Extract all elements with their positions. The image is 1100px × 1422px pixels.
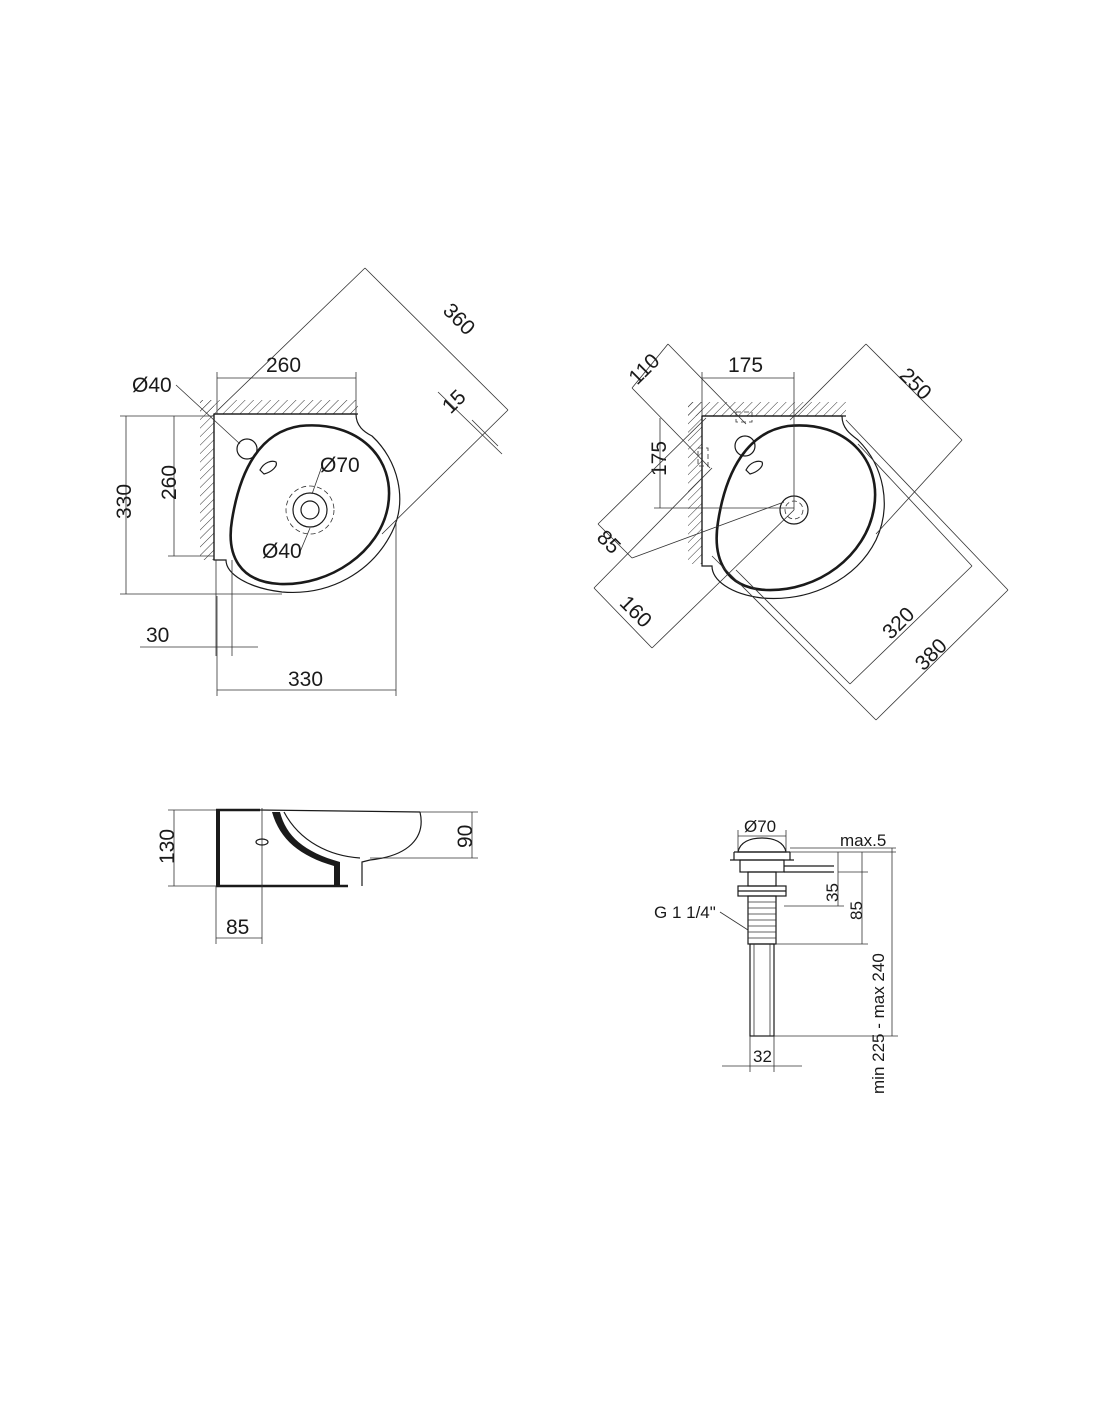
drain-pipe bbox=[749, 943, 775, 1037]
dim-drain: Ø70 bbox=[320, 454, 360, 477]
dim-380: 380 bbox=[911, 634, 952, 675]
drain-cap bbox=[737, 837, 787, 853]
basin-inner-bowl bbox=[229, 424, 391, 586]
drain-outer bbox=[292, 492, 328, 528]
dim-width-top: 260 bbox=[266, 354, 301, 377]
thread-lines bbox=[748, 901, 776, 939]
dim-160: 160 bbox=[615, 591, 656, 632]
wall-hatch-top bbox=[200, 400, 358, 414]
dim-height-inner: 260 bbox=[158, 465, 181, 500]
dim-320: 320 bbox=[878, 603, 919, 644]
dim-max: max.5 bbox=[840, 831, 886, 850]
wall-hatch-top-r bbox=[688, 402, 846, 416]
wall-hatch-left bbox=[200, 400, 214, 560]
dim-drain-hole: Ø40 bbox=[262, 540, 302, 563]
dim-gap: 30 bbox=[146, 624, 169, 647]
dim-pipe: 32 bbox=[753, 1047, 772, 1066]
dim-side-height: 130 bbox=[156, 829, 179, 864]
dim-thread: G 1 1/4" bbox=[654, 903, 716, 922]
dim-side-depth: 90 bbox=[454, 825, 477, 848]
wall-hatch-left-r bbox=[688, 402, 702, 564]
drain-inner bbox=[300, 500, 320, 520]
dim-width-bottom: 330 bbox=[288, 668, 323, 691]
basin-inner-bowl-r bbox=[715, 424, 877, 592]
basin-outline bbox=[213, 413, 401, 594]
dim-85: 85 bbox=[592, 526, 625, 559]
top-right-plan-view: 175 110 175 250 85 160 320 380 bbox=[592, 343, 1009, 721]
dim-drain-cap: Ø70 bbox=[744, 817, 776, 836]
tap-hole bbox=[236, 438, 258, 460]
dim-175-top: 175 bbox=[728, 354, 763, 377]
side-section-view: 130 90 85 bbox=[156, 808, 478, 944]
top-left-plan-view: 260 Ø40 360 15 Ø70 Ø40 330 260 30 bbox=[113, 267, 509, 696]
tap-hole-r bbox=[734, 435, 756, 457]
dim-drain-85: 85 bbox=[847, 901, 866, 920]
dim-drain-35: 35 bbox=[823, 883, 842, 902]
dim-diagonal: 360 bbox=[438, 299, 479, 340]
dim-250: 250 bbox=[895, 364, 936, 405]
basin-outline-r bbox=[701, 415, 885, 600]
drain-detail-view: Ø70 max.5 35 85 min 225 - max 240 G 1 1/… bbox=[654, 817, 898, 1094]
bowl-section bbox=[272, 812, 340, 886]
wall-section bbox=[216, 810, 220, 886]
drain-flange bbox=[739, 859, 785, 873]
dim-hole-tap: Ø40 bbox=[132, 374, 172, 397]
dim-height-total: 330 bbox=[113, 484, 136, 519]
dim-offset: 15 bbox=[438, 385, 471, 418]
dim-side-wall: 85 bbox=[226, 916, 249, 939]
dim-175-side: 175 bbox=[648, 441, 671, 476]
dim-drain-range: min 225 - max 240 bbox=[869, 953, 888, 1094]
